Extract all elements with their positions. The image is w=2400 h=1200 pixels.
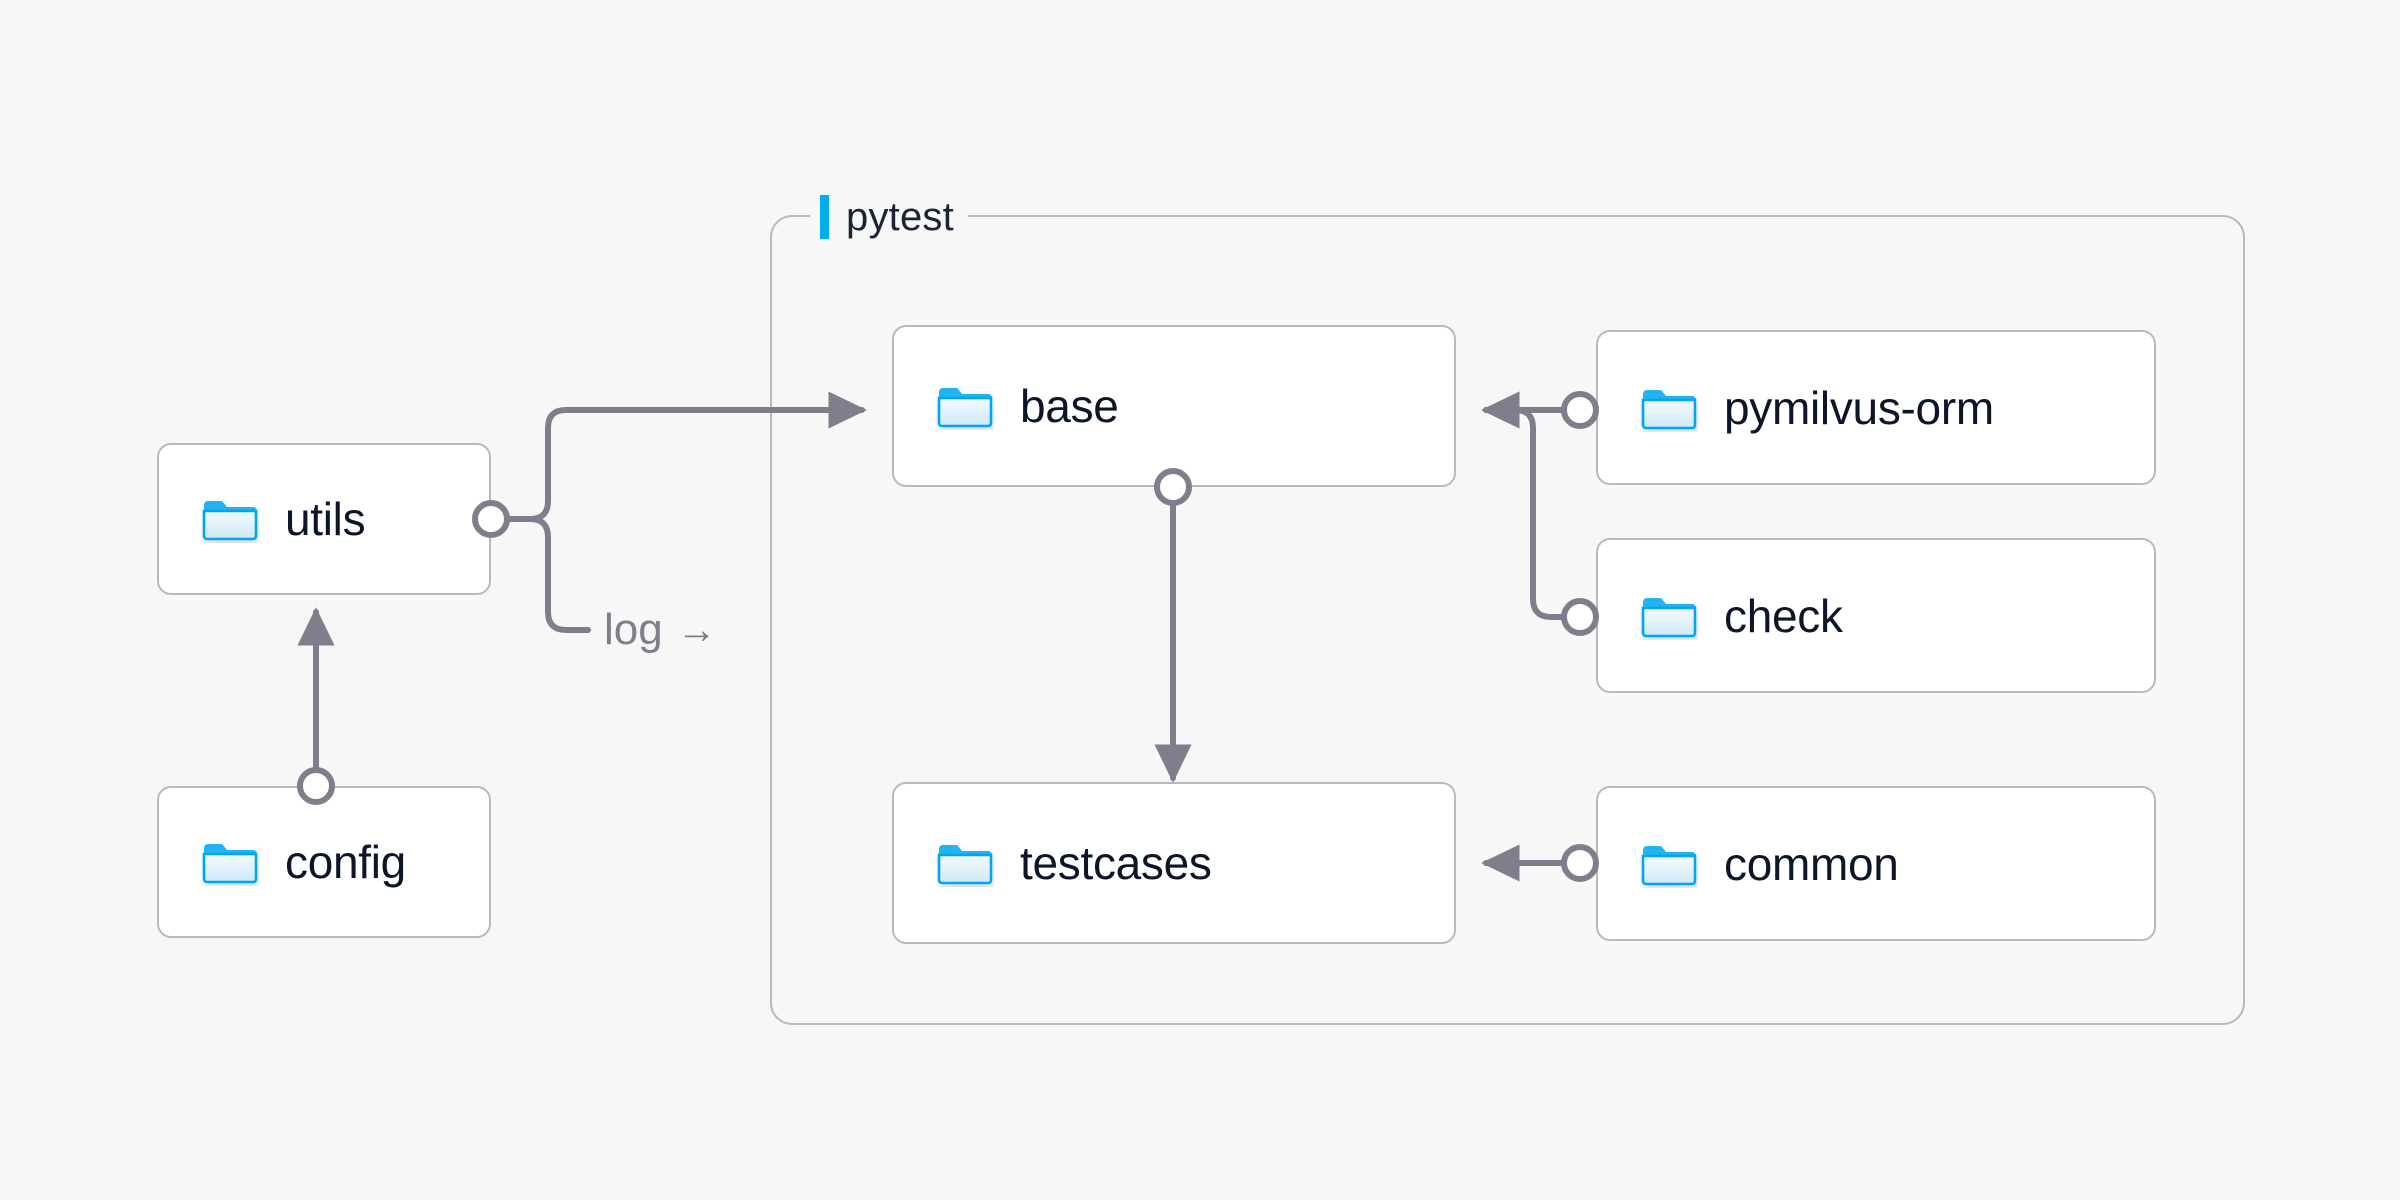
edge-config-to-utils — [297, 607, 335, 805]
folder-icon — [202, 844, 258, 884]
node-config[interactable]: config — [157, 786, 491, 938]
node-pymilvus-orm[interactable]: pymilvus-orm — [1596, 330, 2156, 485]
node-pymilvus-orm-label: pymilvus-orm — [1724, 381, 1994, 434]
edge-label-log-text: log — [604, 605, 663, 654]
node-testcases-label: testcases — [1020, 837, 1212, 889]
folder-icon — [202, 501, 258, 541]
node-utils-label: utils — [285, 493, 366, 545]
node-check-label: check — [1724, 589, 1843, 642]
edge-utils-to-log — [472, 500, 591, 633]
edge-label-log: log → — [604, 608, 717, 652]
node-base-content: base — [894, 382, 1119, 430]
folder-icon — [1641, 389, 1697, 429]
folder-icon — [1641, 597, 1697, 637]
node-pymilvus-orm-content: pymilvus-orm — [1598, 384, 1994, 432]
node-common-content: common — [1598, 840, 1899, 888]
arrow-right-icon: → — [676, 608, 717, 652]
node-utils[interactable]: utils — [157, 443, 491, 595]
node-base-label: base — [1020, 380, 1119, 432]
node-config-content: config — [159, 838, 406, 886]
node-utils-content: utils — [159, 493, 366, 545]
folder-icon — [937, 388, 993, 428]
group-label-pytest: pytest — [810, 194, 968, 240]
folder-icon — [1641, 845, 1697, 885]
node-config-label: config — [285, 836, 406, 888]
node-common-label: common — [1724, 837, 1899, 890]
node-check[interactable]: check — [1596, 538, 2156, 693]
node-common[interactable]: common — [1596, 786, 2156, 941]
node-base[interactable]: base — [892, 325, 1456, 487]
group-label-text: pytest — [846, 195, 954, 239]
group-container-pytest — [770, 215, 2245, 1025]
node-testcases-content: testcases — [894, 839, 1212, 887]
vertical-bar-icon — [820, 195, 829, 239]
folder-icon — [937, 845, 993, 885]
node-testcases[interactable]: testcases — [892, 782, 1456, 944]
node-check-content: check — [1598, 592, 1843, 640]
